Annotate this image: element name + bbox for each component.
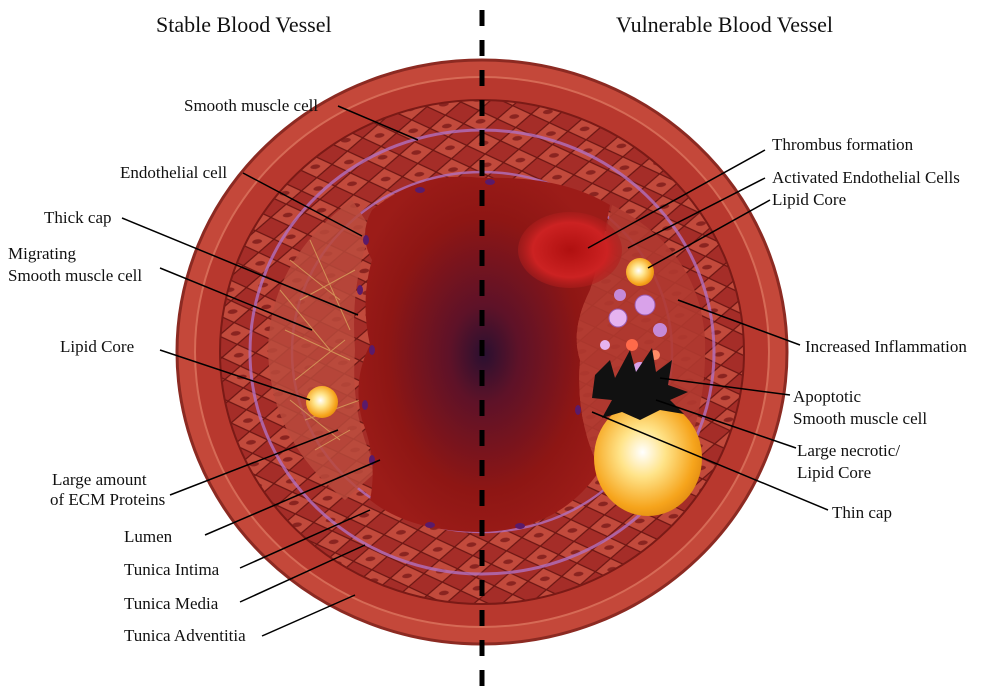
- label-apoptotic-line1: Apoptotic: [793, 387, 861, 407]
- label-activated-endothelial: Activated Endothelial Cells: [772, 168, 960, 188]
- label-thick-cap: Thick cap: [44, 208, 112, 228]
- label-lumen: Lumen: [124, 527, 172, 547]
- label-inflammation: Increased Inflammation: [805, 337, 967, 357]
- necrotic-lipid-core: [594, 400, 702, 516]
- label-migrating-line2: Smooth muscle cell: [8, 266, 142, 286]
- label-migrating-line1: Migrating: [8, 244, 76, 264]
- label-endothelial-cell: Endothelial cell: [120, 163, 227, 183]
- label-necrotic-line1: Large necrotic/: [797, 441, 900, 461]
- label-vulnerable-lipid-core: Lipid Core: [772, 190, 846, 210]
- label-tunica-media: Tunica Media: [124, 594, 218, 614]
- vulnerable-lipid-core: [626, 258, 654, 286]
- label-thin-cap: Thin cap: [832, 503, 892, 523]
- label-tunica-intima: Tunica Intima: [124, 560, 219, 580]
- label-ecm-line1: Large amount: [52, 470, 147, 490]
- stable-lipid-core: [306, 386, 338, 418]
- label-necrotic-line2: Lipid Core: [797, 463, 871, 483]
- label-tunica-adventitia: Tunica Adventitia: [124, 626, 246, 646]
- label-stable-lipid-core: Lipid Core: [60, 337, 134, 357]
- label-smooth-muscle-cell: Smooth muscle cell: [184, 96, 318, 116]
- title-stable: Stable Blood Vessel: [156, 12, 332, 38]
- label-thrombus: Thrombus formation: [772, 135, 913, 155]
- thrombus: [518, 212, 622, 288]
- label-apoptotic-line2: Smooth muscle cell: [793, 409, 927, 429]
- title-vulnerable: Vulnerable Blood Vessel: [616, 12, 833, 38]
- label-ecm-line2: of ECM Proteins: [50, 490, 165, 510]
